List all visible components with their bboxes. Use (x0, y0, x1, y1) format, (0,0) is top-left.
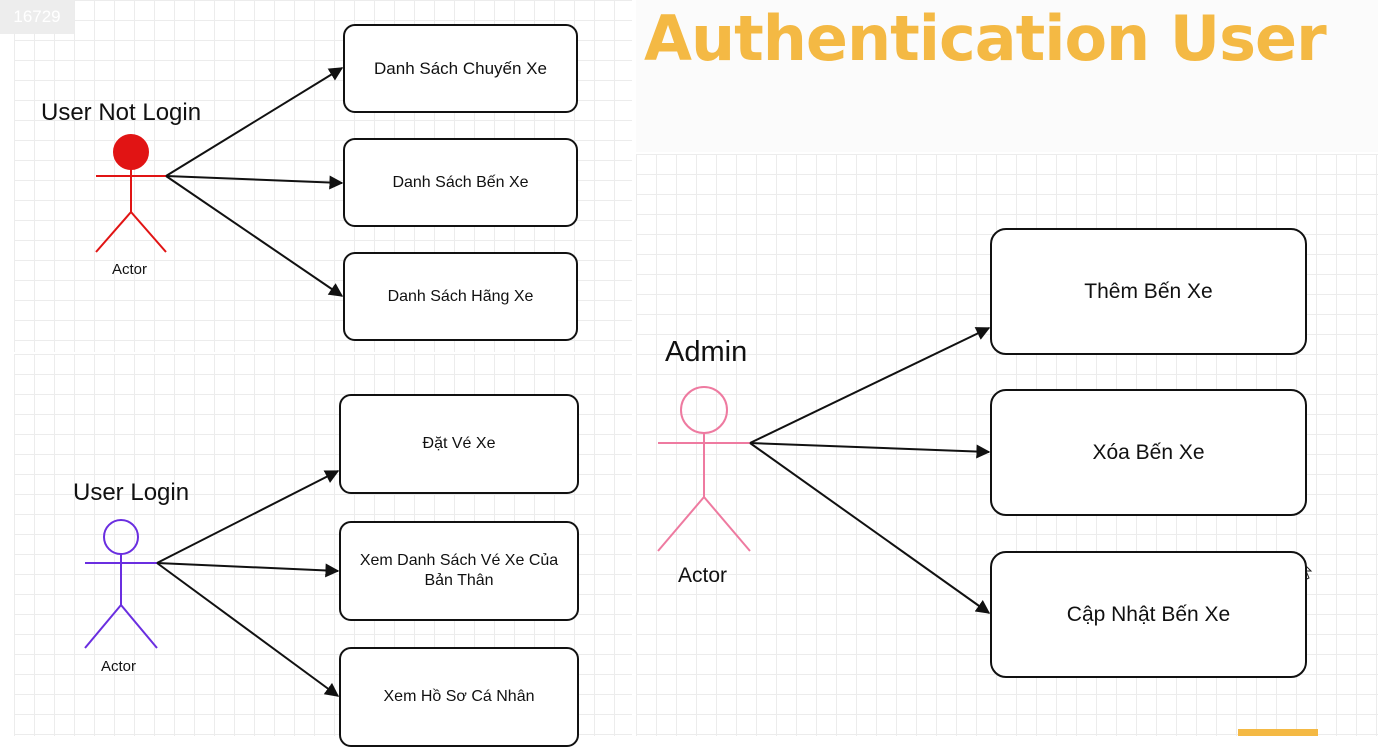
actor-head (113, 134, 149, 170)
frame-id: 16729 (0, 0, 74, 34)
use-case-box: Xem Hồ Sơ Cá Nhân (339, 647, 579, 747)
use-case-box: Xóa Bến Xe (990, 389, 1307, 516)
role-label-admin: Admin (665, 336, 748, 368)
role-label-not-login: User Not Login (41, 99, 202, 126)
corner-badge (1238, 729, 1318, 736)
actor-admin-figure (657, 386, 751, 552)
use-case-box: Danh Sách Hãng Xe (343, 252, 578, 341)
role-label-login: User Login (73, 479, 190, 506)
arrows-admin (749, 327, 991, 614)
use-case-box: Cập Nhật Bến Xe (990, 551, 1307, 678)
use-case-box: Danh Sách Bến Xe (343, 138, 578, 227)
page-title: Authentication User (644, 2, 1327, 75)
actor-label-not-login: Actor (112, 261, 148, 278)
use-case-box: Danh Sách Chuyến Xe (343, 24, 578, 113)
arrows-not-login (165, 67, 344, 297)
title-area (636, 0, 1378, 152)
actor-not-login-figure (95, 134, 167, 253)
actor-label-login: Actor (101, 658, 137, 675)
use-case-box: Thêm Bến Xe (990, 228, 1307, 355)
actor-label-admin: Actor (678, 564, 728, 587)
use-case-box: Đặt Vé Xe (339, 394, 579, 494)
arrows-login (156, 470, 340, 697)
use-case-box: Xem Danh Sách Vé Xe Của Bản Thân (339, 521, 579, 621)
actor-login-figure (84, 519, 158, 649)
